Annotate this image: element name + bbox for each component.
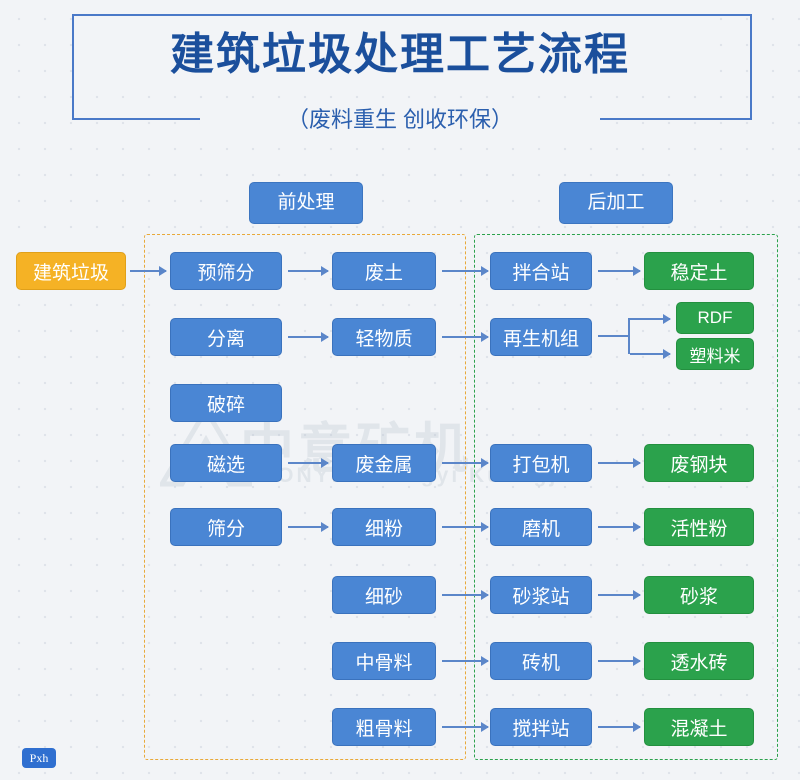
arrow-fine-powder-to-mill xyxy=(442,522,489,532)
title-block: 建筑垃圾处理工艺流程 （废料重生 创收环保） xyxy=(0,0,800,148)
product-box-rdf[interactable]: RDF xyxy=(676,302,754,334)
material-box-fine-sand[interactable]: 细砂 xyxy=(332,576,436,614)
arrow-recycling-unit-to-rdf xyxy=(630,314,671,324)
arrow-fine-sand-to-mortar-station xyxy=(442,590,489,600)
process-box-screening[interactable]: 筛分 xyxy=(170,508,282,546)
region-post-processing xyxy=(474,234,778,760)
process-box-mixing-plant[interactable]: 搅拌站 xyxy=(490,708,592,746)
arrow-mixing-station-to-stabilized-soil xyxy=(598,266,641,276)
arrow-light-material-to-recycling-unit xyxy=(442,332,489,342)
arrow-brick-machine-to-permeable-brick xyxy=(598,656,641,666)
process-box-mixing-station[interactable]: 拌合站 xyxy=(490,252,592,290)
product-box-scrap-steel[interactable]: 废钢块 xyxy=(644,444,754,482)
arrow-separation-to-light-material xyxy=(288,332,329,342)
process-box-baler[interactable]: 打包机 xyxy=(490,444,592,482)
arrow-recycling-unit-to-plastic-pellets xyxy=(630,349,671,359)
connector-recycling-unit-stem xyxy=(598,335,630,337)
arrow-input-to-prescreen xyxy=(130,266,167,276)
connector-recycling-unit-vertical xyxy=(628,318,630,354)
product-box-plastic-pellets[interactable]: 塑料米 xyxy=(676,338,754,370)
arrow-waste-soil-to-mixing-station xyxy=(442,266,489,276)
product-box-mortar[interactable]: 砂浆 xyxy=(644,576,754,614)
page-title: 建筑垃圾处理工艺流程 xyxy=(88,16,712,84)
process-box-crushing[interactable]: 破碎 xyxy=(170,384,282,422)
product-box-permeable-brick[interactable]: 透水砖 xyxy=(644,642,754,680)
arrow-baler-to-scrap-steel xyxy=(598,458,641,468)
process-box-mortar-station[interactable]: 砂浆站 xyxy=(490,576,592,614)
arrow-screening-to-fine-powder xyxy=(288,522,329,532)
material-box-coarse-aggregate[interactable]: 粗骨料 xyxy=(332,708,436,746)
arrow-scrap-metal-to-baler xyxy=(442,458,489,468)
arrow-mill-to-active-powder xyxy=(598,522,641,532)
product-box-stabilized-soil[interactable]: 稳定土 xyxy=(644,252,754,290)
group-header-pre: 前处理 xyxy=(249,182,363,224)
group-header-post: 后加工 xyxy=(559,182,673,224)
process-box-prescreen[interactable]: 预筛分 xyxy=(170,252,282,290)
process-box-mill[interactable]: 磨机 xyxy=(490,508,592,546)
material-box-light-material[interactable]: 轻物质 xyxy=(332,318,436,356)
arrow-medium-aggregate-to-brick-machine xyxy=(442,656,489,666)
process-box-recycling-unit[interactable]: 再生机组 xyxy=(490,318,592,356)
pxh-badge: Pxh xyxy=(22,748,56,768)
arrow-magnetic-to-scrap-metal xyxy=(288,458,329,468)
material-box-fine-powder[interactable]: 细粉 xyxy=(332,508,436,546)
process-box-magnetic-separation[interactable]: 磁选 xyxy=(170,444,282,482)
material-box-scrap-metal[interactable]: 废金属 xyxy=(332,444,436,482)
material-box-medium-aggregate[interactable]: 中骨料 xyxy=(332,642,436,680)
process-box-separation[interactable]: 分离 xyxy=(170,318,282,356)
page-subtitle: （废料重生 创收环保） xyxy=(200,100,600,136)
arrow-mixing-plant-to-concrete xyxy=(598,722,641,732)
product-box-concrete[interactable]: 混凝土 xyxy=(644,708,754,746)
region-pre-processing xyxy=(144,234,466,760)
product-box-active-powder[interactable]: 活性粉 xyxy=(644,508,754,546)
input-box-construction-waste[interactable]: 建筑垃圾 xyxy=(16,252,126,290)
process-box-brick-machine[interactable]: 砖机 xyxy=(490,642,592,680)
arrow-coarse-aggregate-to-mixing-plant xyxy=(442,722,489,732)
material-box-waste-soil[interactable]: 废土 xyxy=(332,252,436,290)
arrow-mortar-station-to-mortar xyxy=(598,590,641,600)
arrow-prescreen-to-waste-soil xyxy=(288,266,329,276)
